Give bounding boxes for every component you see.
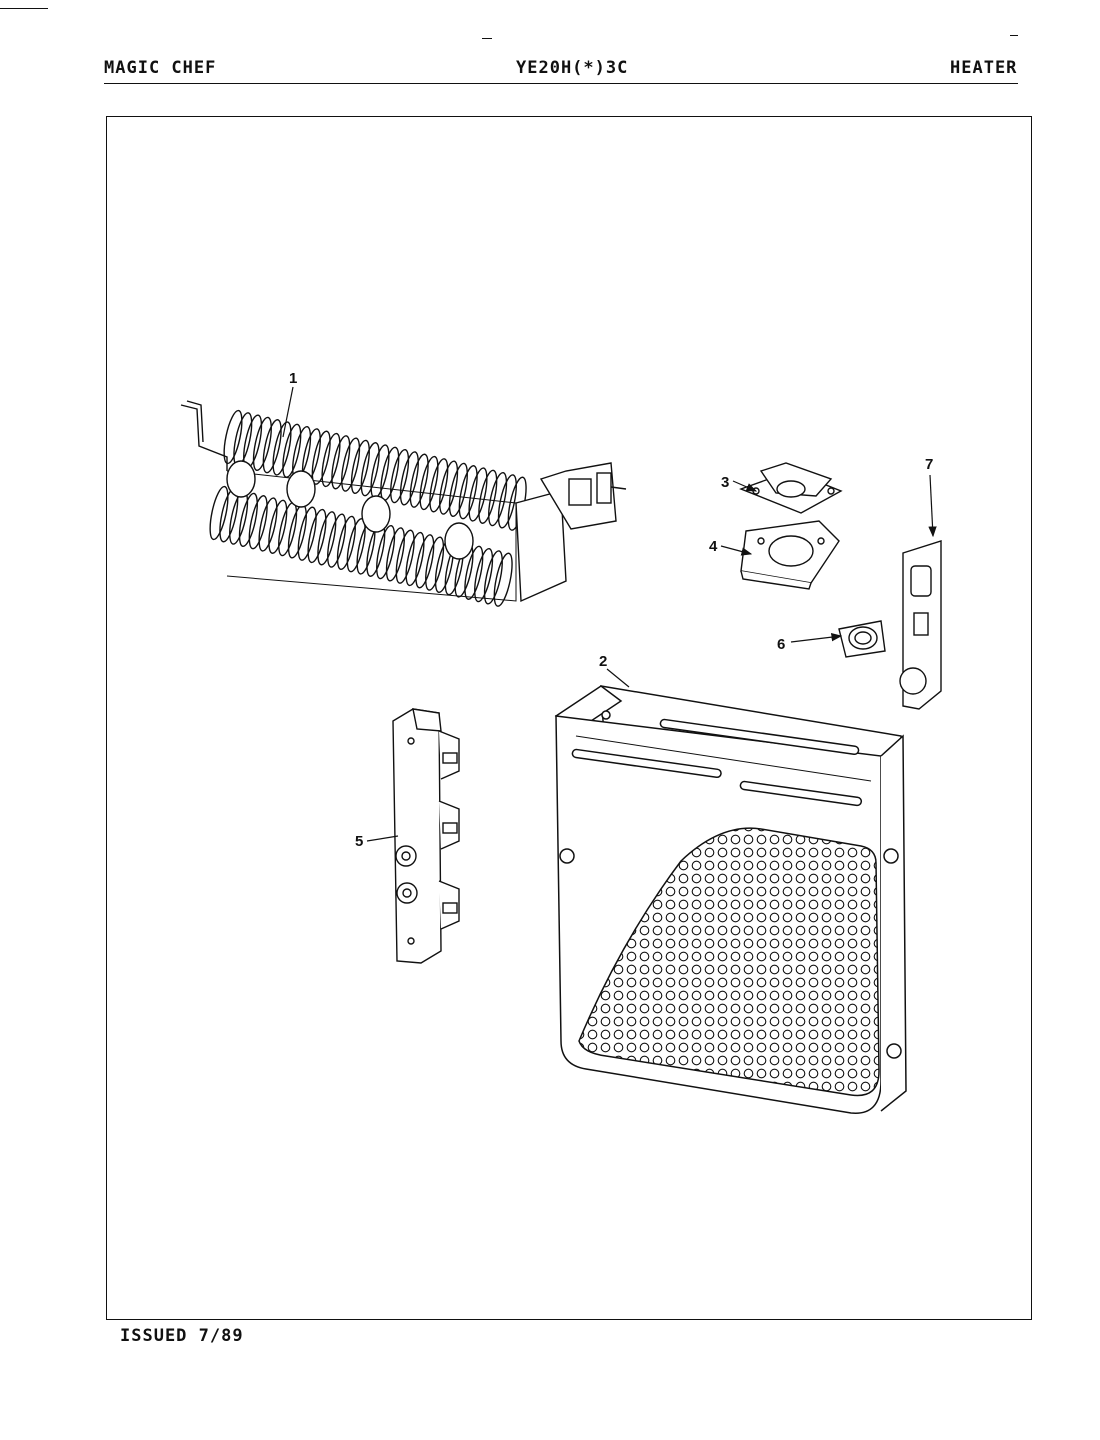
- coil-loop: [493, 552, 513, 607]
- callout-number: 1: [289, 370, 297, 387]
- callout-number: 6: [777, 636, 785, 653]
- coil-loop: [376, 524, 396, 580]
- coil-loop: [287, 504, 307, 559]
- coil-loop: [448, 462, 468, 518]
- corner-mark: [0, 8, 48, 9]
- heating-element-part: [180, 400, 627, 607]
- bracket-plate-part: [740, 520, 840, 590]
- thermostat-part: [739, 462, 843, 514]
- coil-loop: [399, 451, 419, 506]
- header-rule: [104, 83, 1018, 84]
- brand-label: MAGIC CHEF: [104, 58, 217, 78]
- coil-loop: [390, 448, 410, 504]
- callout-6: 6: [777, 632, 843, 653]
- coil-loop: [311, 430, 331, 485]
- coil-loop: [385, 527, 405, 582]
- diagram-frame: 1 2 3 4 5 6 7: [106, 116, 1032, 1320]
- coil-loop: [268, 499, 288, 554]
- coil-loop: [327, 513, 347, 568]
- coil-loop: [395, 529, 415, 584]
- model-number: YE20H(*)3C: [516, 58, 629, 78]
- coil-loop: [468, 467, 488, 522]
- shield-plate-part: [899, 540, 942, 710]
- coil-loop: [439, 460, 459, 515]
- coil-loop: [380, 446, 400, 501]
- coil-loop: [297, 506, 317, 561]
- coil-loop: [405, 531, 425, 587]
- exploded-parts-diagram: 1 2 3 4 5 6 7: [180, 370, 942, 1114]
- callout-number: 4: [709, 538, 718, 555]
- coil-loop: [321, 432, 341, 488]
- coil-loop: [464, 545, 484, 600]
- coil-loop: [223, 409, 243, 465]
- callout-number: 7: [925, 456, 933, 473]
- issued-date: ISSUED 7/89: [120, 1326, 244, 1346]
- top-mark-1: [482, 38, 492, 39]
- coil-loop: [350, 439, 370, 495]
- coil-loop: [483, 550, 503, 605]
- coil-loop: [233, 412, 253, 467]
- coil-loop: [317, 511, 337, 566]
- callout-1: 1: [282, 370, 297, 438]
- coil-loop: [209, 485, 229, 541]
- coil-lower: [209, 485, 513, 607]
- coil-loop: [331, 435, 351, 490]
- coil-loop: [370, 444, 390, 499]
- coil-loop: [248, 495, 268, 550]
- coil-loop: [238, 492, 258, 548]
- coil-loop: [258, 497, 278, 552]
- callout-5: 5: [355, 833, 399, 850]
- callout-7: 7: [925, 456, 937, 538]
- coil-loop: [425, 536, 445, 591]
- terminal-strip-part: [392, 708, 460, 964]
- coil-loop: [478, 469, 498, 524]
- callout-number: 2: [599, 653, 607, 670]
- coil-loop: [262, 419, 282, 474]
- callout-2: 2: [599, 653, 630, 688]
- coil-loop: [415, 534, 435, 589]
- coil-loop: [360, 442, 380, 497]
- coil-loop: [488, 471, 508, 527]
- thermal-fuse-part: [838, 620, 886, 658]
- callout-number: 5: [355, 833, 363, 850]
- top-mark-2: [1010, 35, 1018, 36]
- coil-loop: [429, 458, 449, 513]
- coil-loop: [341, 437, 361, 492]
- coil-loop: [282, 423, 302, 478]
- coil-loop: [458, 465, 478, 520]
- coil-loop: [474, 547, 494, 603]
- heater-housing-part: [554, 685, 907, 1114]
- coil-loop: [272, 421, 292, 476]
- callout-number: 3: [721, 474, 729, 491]
- coil-loop: [336, 515, 356, 571]
- coil-loop: [419, 455, 439, 511]
- coil-loop: [278, 501, 298, 557]
- coil-loop: [409, 453, 429, 508]
- coil-loop: [229, 490, 249, 545]
- callout-3: 3: [721, 474, 758, 492]
- coil-loop: [307, 508, 327, 564]
- callout-4: 4: [709, 538, 753, 556]
- section-title: HEATER: [950, 58, 1018, 78]
- coil-loop: [252, 416, 272, 472]
